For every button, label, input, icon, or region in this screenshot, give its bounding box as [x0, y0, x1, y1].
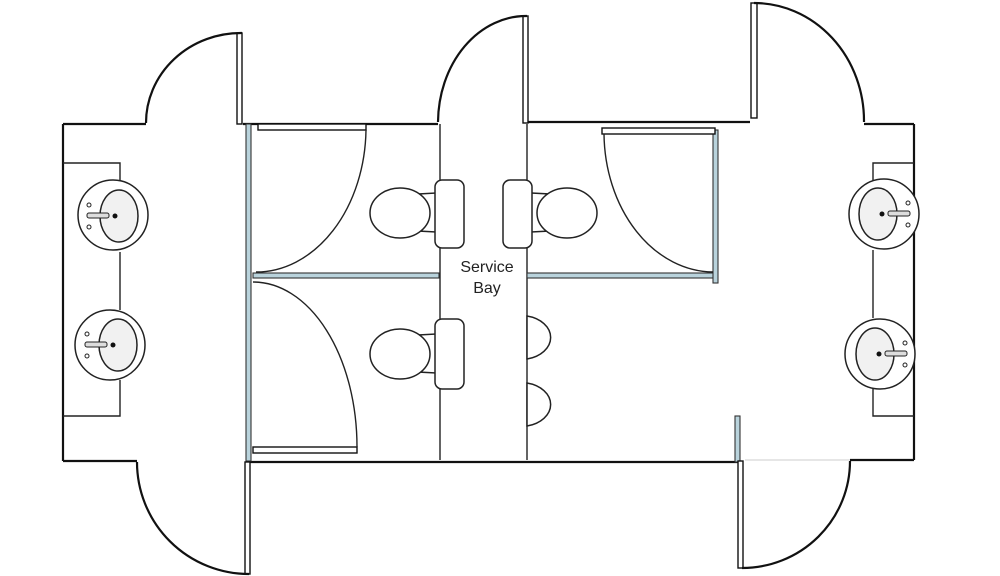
left-room-partition: [245, 123, 252, 462]
exterior-door-top-middle[interactable]: [436, 14, 529, 124]
urinal-bottom: [526, 382, 552, 427]
toilet-top-left: [369, 179, 465, 249]
right-vanity-counter: [872, 162, 914, 417]
exterior-door-bottom-left[interactable]: [135, 461, 251, 576]
sink-right-top: [848, 178, 920, 250]
toilet-top-right: [502, 179, 598, 249]
exterior-door-bottom-right[interactable]: [737, 460, 852, 570]
right-stall-side-partition: [712, 129, 719, 284]
right-room-entry-partition: [734, 415, 741, 463]
left-vanity-counter: [63, 162, 121, 417]
stall-door-top-left[interactable]: [255, 123, 367, 273]
service-bay-label: Service Bay: [442, 257, 532, 299]
service-bay-label-line2: Bay: [473, 280, 501, 297]
right-stall-bottom-partition: [526, 272, 718, 279]
sink-left-top: [77, 179, 149, 251]
left-stall-divider: [252, 272, 440, 279]
stall-door-bottom-left[interactable]: [252, 281, 358, 454]
service-bay-label-line1: Service: [460, 259, 514, 276]
stall-door-top-right[interactable]: [601, 127, 716, 273]
exterior-door-top-right[interactable]: [750, 1, 866, 123]
sink-right-bottom: [844, 318, 916, 390]
urinal-top: [526, 315, 552, 360]
exterior-door-top-left[interactable]: [144, 31, 243, 125]
toilet-bottom-left: [369, 318, 465, 390]
sink-left-bottom: [74, 309, 146, 381]
